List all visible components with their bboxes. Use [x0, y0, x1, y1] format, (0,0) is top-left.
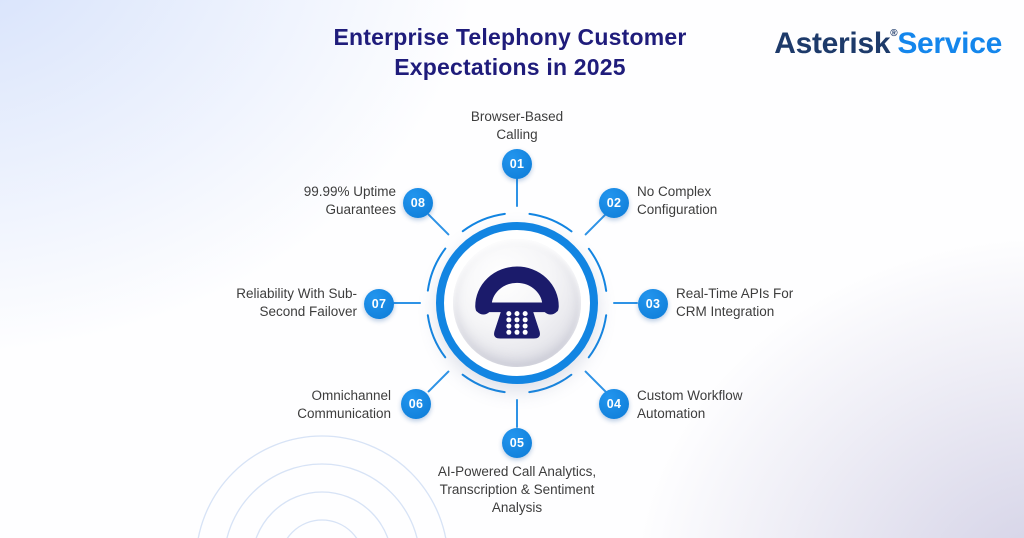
item-number-badge: 08 — [403, 188, 433, 218]
item-label: Browser-Based Calling — [470, 109, 564, 142]
logo-text-asterisk: Asterisk — [774, 27, 891, 60]
item-label: Real-Time APIs For CRM Integration — [676, 286, 794, 319]
item-number-badge: 04 — [599, 389, 629, 419]
item-label: Custom Workflow Automation — [637, 388, 743, 421]
item-label: Omnichannel Communication — [297, 388, 391, 421]
item-label: Reliability With Sub- Second Failover — [236, 286, 357, 319]
brand-logo: Asterisk®Service — [774, 27, 1002, 61]
item-label: AI-Powered Call Analytics, Transcription… — [437, 464, 597, 515]
item-number-badge: 01 — [502, 149, 532, 179]
item-number-badge: 03 — [638, 289, 668, 319]
page-title: Enterprise Telephony Customer Expectatio… — [333, 24, 687, 80]
item-number-badge: 06 — [401, 389, 431, 419]
central-hub-ring — [436, 222, 598, 384]
telephone-keypad-dots — [506, 310, 528, 335]
item-number-badge: 05 — [502, 428, 532, 458]
item-number-badge: 02 — [599, 188, 629, 218]
registered-trademark-symbol: ® — [890, 28, 898, 39]
telephone-icon — [475, 266, 559, 339]
item-label: No Complex Configuration — [637, 184, 718, 217]
item-number-badge: 07 — [364, 289, 394, 319]
central-hub-disc — [453, 239, 581, 367]
item-label: 99.99% Uptime Guarantees — [303, 184, 396, 217]
logo-text-service: Service — [897, 27, 1002, 60]
